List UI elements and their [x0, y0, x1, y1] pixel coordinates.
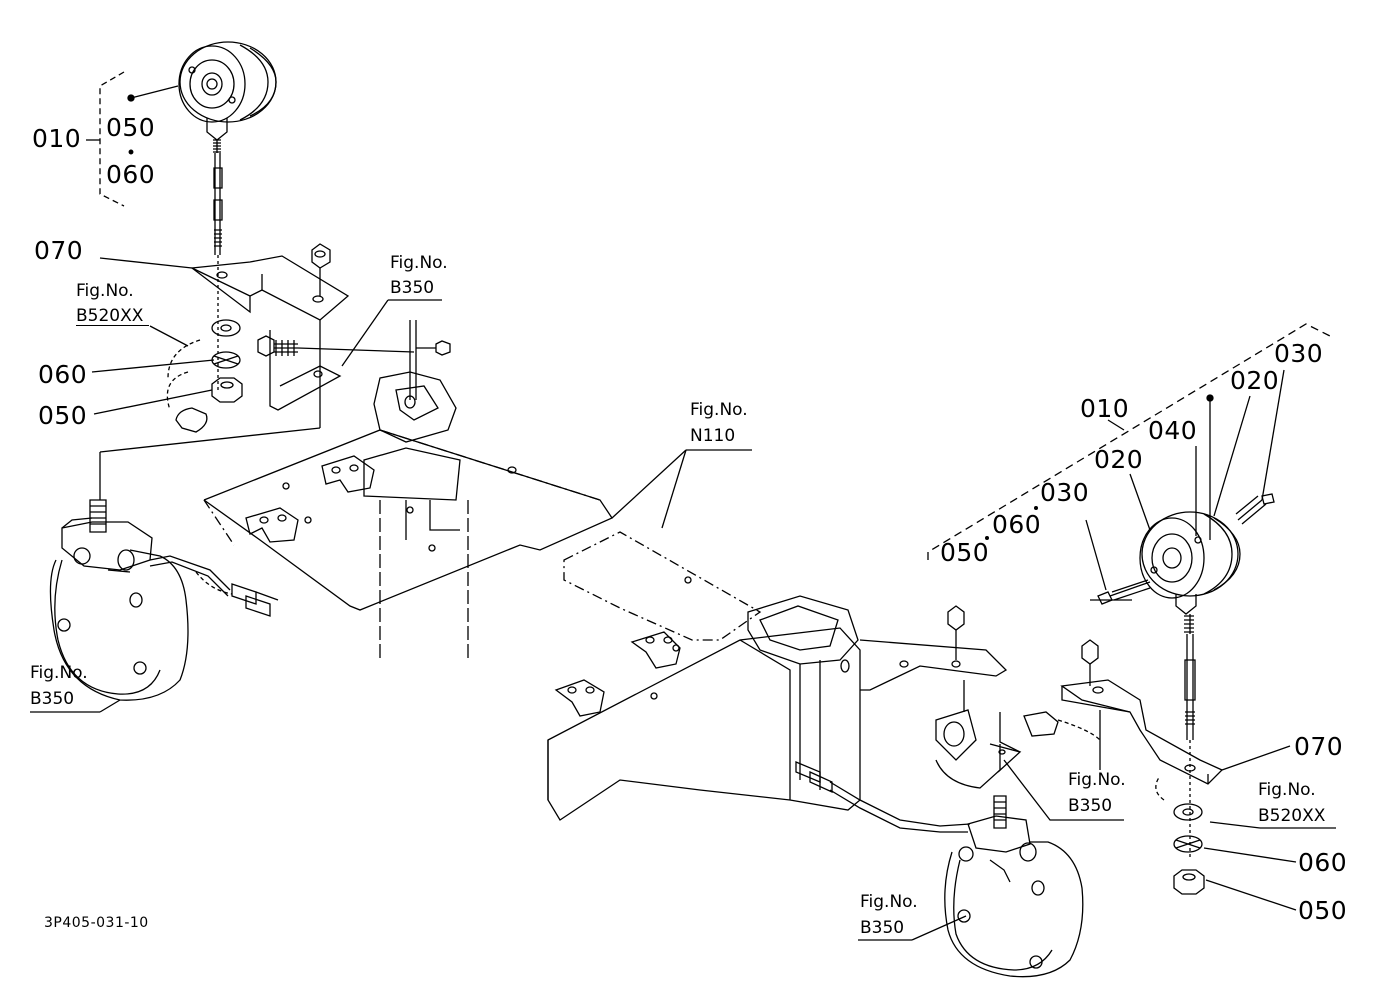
- right-front-lamp: [858, 796, 1083, 977]
- left-front-lamp: [30, 500, 278, 712]
- right-nut-number: 050: [1298, 896, 1348, 925]
- right-assembly-number: 010: [1080, 394, 1130, 423]
- right-fig-b520-label: Fig.No.: [1258, 780, 1316, 800]
- right-screw-number-left: 030: [1040, 478, 1090, 507]
- separator-dot: [985, 536, 989, 540]
- frame-fig-n110-label: Fig.No.: [690, 400, 748, 420]
- separator-dot: [1034, 506, 1038, 510]
- right-lens-number: 040: [1148, 416, 1198, 445]
- right-fig-b350-mid-code: B350: [1068, 796, 1113, 816]
- frame-fig-n110-code: N110: [690, 426, 736, 446]
- left-frame-rail: [204, 372, 612, 660]
- left-fig-b520-code: B520XX: [76, 308, 150, 326]
- left-sub-060: 060: [106, 160, 156, 189]
- right-fig-b350-low-code: B350: [860, 918, 905, 938]
- right-sub-060: 060: [992, 510, 1042, 539]
- right-housing-number-left: 020: [1094, 445, 1144, 474]
- left-assembly-number: 010: [32, 124, 82, 153]
- left-fig-b520-label: Fig.No.: [76, 281, 134, 301]
- right-work-lamp: [928, 324, 1336, 910]
- left-washer-number: 060: [38, 360, 88, 389]
- left-work-lamp: [86, 42, 450, 500]
- right-fig-b350-low-label: Fig.No.: [860, 892, 918, 912]
- right-sub-050: 050: [940, 538, 990, 567]
- left-fig-b350-top-code: B350: [390, 278, 435, 298]
- left-bracket-number: 070: [34, 236, 84, 265]
- left-fig-b350-low-label: Fig.No.: [30, 663, 88, 683]
- right-washer-number: 060: [1298, 848, 1348, 877]
- right-bracket-number: 070: [1294, 732, 1344, 761]
- right-fig-b520-code: B520XX: [1258, 806, 1326, 826]
- right-housing-number-top: 020: [1230, 366, 1280, 395]
- left-fig-b350-top-label: Fig.No.: [390, 253, 448, 273]
- center-frame-rail: [548, 450, 1124, 832]
- right-screw-number-top: 030: [1274, 339, 1324, 368]
- left-sub-050: 050: [106, 113, 156, 142]
- drawing-code: 3P405-031-10: [44, 915, 149, 931]
- right-fig-b350-mid-label: Fig.No.: [1068, 770, 1126, 790]
- left-fig-b350-low-code: B350: [30, 689, 75, 709]
- left-nut-number: 050: [38, 401, 88, 430]
